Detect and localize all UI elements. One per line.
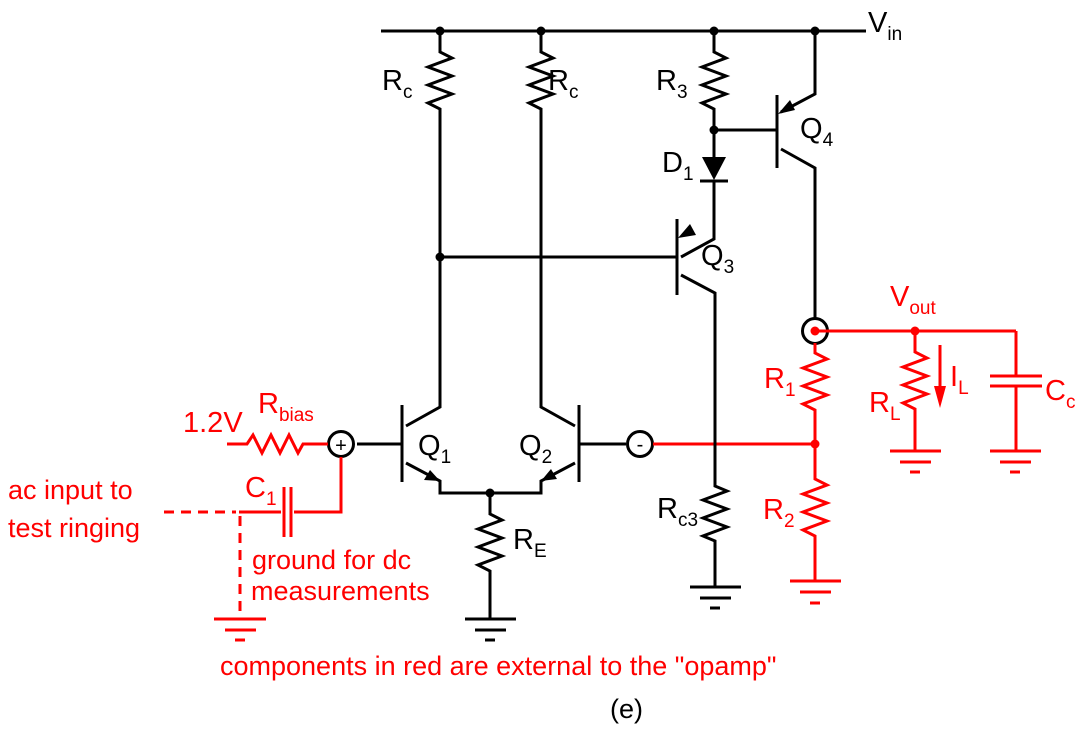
plus-terminal[interactable]	[327, 430, 355, 458]
q3-emitter-arrow-icon	[678, 224, 696, 238]
r3-resistor	[697, 31, 731, 130]
rc3-label: Rc3	[657, 493, 698, 531]
ground-dc-annotation-line2: measurements	[251, 576, 430, 606]
q3-emitter	[680, 220, 716, 259]
ground-icon	[890, 449, 941, 474]
r3-label: R3	[656, 65, 688, 103]
vout-label: Vout	[890, 281, 936, 319]
d1-diode-triangle	[702, 157, 726, 180]
vin-label: Vin	[868, 7, 902, 45]
rc3-resistor	[698, 480, 732, 587]
r1-label: R1	[764, 363, 796, 401]
rc-right-label: Rc	[548, 65, 578, 103]
r2-label: R2	[763, 494, 795, 532]
figure-caption: (e)	[610, 694, 643, 724]
r2-resistor	[798, 444, 832, 580]
q2-emitter-arrow-icon	[541, 469, 557, 481]
minus-terminal[interactable]	[626, 430, 654, 458]
q4-emitter-arrow-icon	[778, 100, 795, 114]
q1-collector	[405, 393, 442, 428]
rc-left-resistor	[423, 31, 457, 393]
il-label: IL	[950, 361, 969, 399]
r1-resistor	[798, 343, 832, 444]
external-components-note: components in red are external to the "o…	[220, 651, 777, 681]
ground-dc-annotation-line1: ground for dc	[252, 545, 411, 575]
re-label: RE	[513, 524, 547, 562]
q4-collector	[780, 147, 817, 325]
rc-left-label: Rc	[382, 65, 412, 103]
q4-emitter	[780, 31, 817, 114]
d1-label: D1	[662, 147, 694, 185]
q2-label: Q2	[519, 430, 552, 468]
re-resistor	[473, 493, 507, 618]
ground-icon	[465, 617, 516, 642]
rbias-label: Rbias	[258, 388, 314, 426]
q4-label: Q4	[800, 113, 834, 151]
ground-icon	[690, 585, 741, 610]
ac-input-annotation-line1: ac input to	[8, 475, 133, 505]
c1-wire	[294, 457, 343, 514]
rl-resistor	[898, 331, 932, 450]
plus-terminal-label: +	[335, 435, 347, 457]
bias-voltage-label: 1.2V	[183, 407, 243, 439]
rl-label: RL	[869, 387, 901, 425]
q3-collector	[680, 273, 717, 480]
ground-icon	[214, 617, 266, 642]
rc-right-resistor	[524, 31, 558, 393]
c1-label: C1	[245, 472, 277, 510]
il-arrow-icon	[934, 386, 946, 408]
q1-label: Q1	[418, 430, 451, 468]
q3-label: Q3	[701, 240, 734, 278]
cc-label: Cc	[1045, 375, 1075, 413]
rbias-resistor	[227, 431, 328, 457]
q1-emitter-arrow-icon	[424, 470, 440, 481]
minus-terminal-label: -	[637, 434, 644, 456]
ground-icon	[790, 579, 841, 605]
ground-icon	[990, 449, 1041, 474]
q2-collector	[539, 393, 576, 428]
junction-dot	[435, 252, 445, 262]
ac-input-annotation-line2: test ringing	[8, 513, 140, 543]
